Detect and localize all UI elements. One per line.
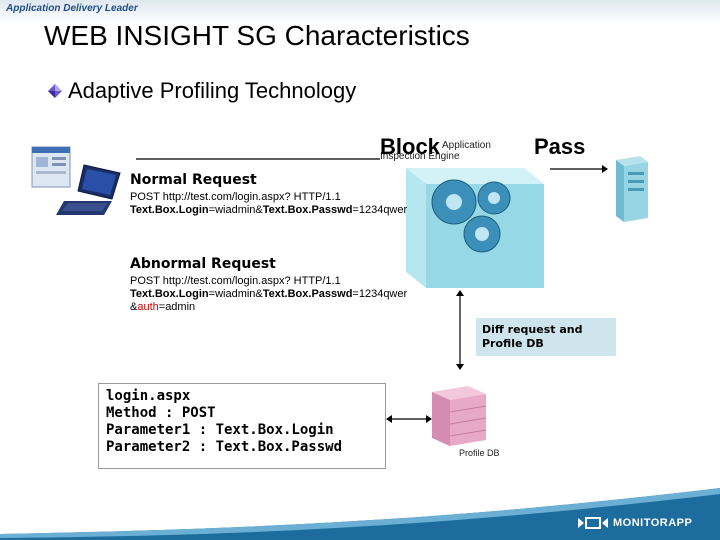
block-label: Block	[380, 134, 440, 159]
diff-text: Diff request and Profile DB	[482, 323, 582, 351]
monitorapp-logo-icon	[578, 517, 608, 529]
pass-arrow	[550, 165, 608, 173]
footer-logo-text: MONITORAPP	[613, 517, 693, 529]
bullet-row: Adaptive Profiling Technology	[48, 78, 356, 104]
engine-label: Application Inspection Engine	[380, 140, 491, 162]
abnormal-request-extra: &auth=admin	[130, 301, 407, 314]
footer-band	[0, 488, 720, 540]
normal-request-heading: Normal Request	[130, 172, 257, 188]
normal-param2: Text.Box.Passwd	[262, 204, 353, 216]
engine-diff-arrow	[456, 290, 464, 370]
normal-request-params: Text.Box.Login=wiadmin&Text.Box.Passwd=1…	[130, 204, 407, 217]
abnormal-val2: =1234qwer	[352, 288, 408, 300]
abnormal-request-params: Text.Box.Login=wiadmin&Text.Box.Passwd=1…	[130, 288, 407, 301]
normal-request: Normal Request POST http://test.com/logi…	[130, 172, 407, 217]
abnormal-param2: Text.Box.Passwd	[262, 288, 353, 300]
normal-val2: =1234qwer	[352, 204, 408, 216]
engine-label-line2: Inspection Engine	[380, 151, 460, 162]
profile-content: login.aspx Method : POST Parameter1 : Te…	[106, 388, 342, 456]
inspection-engine-icon	[406, 168, 544, 288]
slide-subtitle: Adaptive Profiling Technology	[68, 78, 357, 103]
slide-title: WEB INSIGHT SG Characteristics	[44, 20, 470, 51]
profile-db-label: Profile DB	[459, 448, 500, 458]
diff-line1: Diff request and	[482, 323, 583, 336]
normal-param1: Text.Box.Login	[130, 204, 209, 216]
abnormal-extra-val: =admin	[158, 301, 196, 313]
profile-line4: Parameter2 : Text.Box.Passwd	[106, 439, 343, 455]
server-icon	[616, 156, 648, 222]
profile-db-icon	[432, 386, 487, 446]
diamond-bullet-icon	[48, 84, 62, 98]
profile-box	[98, 383, 386, 469]
abnormal-amp: &	[130, 301, 138, 313]
abnormal-request: Abnormal Request POST http://test.com/lo…	[130, 256, 407, 314]
abnormal-extra-param: auth	[137, 301, 159, 313]
pass-label: Pass	[534, 134, 586, 159]
profile-line2: Method : POST	[106, 405, 216, 421]
profile-line3: Parameter1 : Text.Box.Login	[106, 422, 334, 438]
normal-request-line1: POST http://test.com/login.aspx? HTTP/1.…	[130, 191, 341, 203]
abnormal-request-line1: POST http://test.com/login.aspx? HTTP/1.…	[130, 275, 341, 287]
laptop-icon	[31, 146, 121, 215]
profile-line1: login.aspx	[106, 388, 191, 404]
header-band	[0, 0, 720, 24]
abnormal-param1: Text.Box.Login	[130, 288, 209, 300]
abnormal-request-heading: Abnormal Request	[130, 256, 276, 272]
abnormal-val1: =wiadmin&	[208, 288, 263, 300]
brand-tagline: Application Delivery Leader	[6, 3, 138, 14]
diff-box	[476, 318, 616, 356]
engine-label-line1: Application	[442, 140, 491, 151]
normal-val1: =wiadmin&	[208, 204, 263, 216]
profile-db-arrow	[386, 415, 432, 423]
block-line	[136, 158, 380, 160]
diff-line2: Profile DB	[482, 337, 544, 350]
footer-logo: MONITORAPP	[578, 516, 692, 530]
